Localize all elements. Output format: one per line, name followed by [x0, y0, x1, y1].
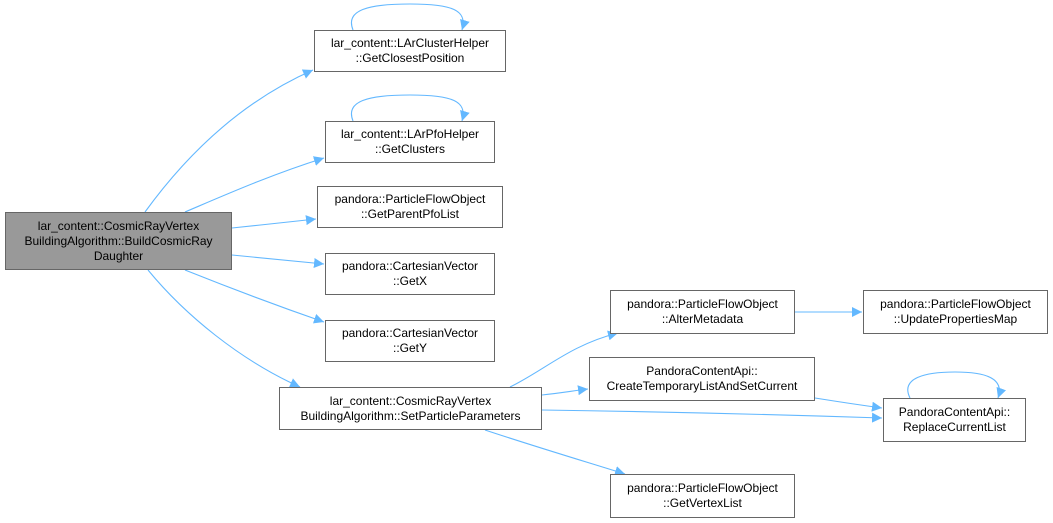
node-label-line: lar_content::CosmicRayVertex	[329, 393, 492, 408]
edge-spp-gvl	[484, 429, 626, 476]
node-get-y[interactable]: pandora::CartesianVector ::GetY	[325, 320, 495, 362]
node-label-line: PandoraContentApi::	[646, 364, 758, 378]
node-label-line: ::GetX	[392, 274, 427, 288]
node-update-properties-map[interactable]: pandora::ParticleFlowObject ::UpdateProp…	[863, 290, 1048, 334]
node-label-line: ::GetClusters	[374, 142, 446, 156]
edge-spp-ctl	[541, 385, 589, 396]
edge-rcl-rcl	[907, 371, 1007, 399]
edge-root-lch	[144, 69, 314, 213]
node-get-clusters[interactable]: lar_content::LArPfoHelper ::GetClusters	[325, 121, 495, 163]
node-get-closest-position[interactable]: lar_content::LArClusterHelper ::GetClose…	[314, 30, 506, 72]
edge-spp-alt	[509, 330, 619, 388]
edge-spp-rcl	[541, 409, 883, 423]
node-label-line: pandora::ParticleFlowObject	[627, 297, 778, 311]
edge-root-cvy	[184, 269, 325, 324]
node-label-line: Daughter	[93, 248, 144, 263]
node-label-line: pandora::ParticleFlowObject	[627, 481, 778, 495]
node-label-line: PandoraContentApi::	[898, 405, 1011, 419]
node-alter-metadata[interactable]: pandora::ParticleFlowObject ::AlterMetad…	[610, 290, 795, 334]
node-label-line: ::UpdatePropertiesMap	[893, 312, 1018, 326]
node-build-cosmic-ray-daughter[interactable]: lar_content::CosmicRayVertex BuildingAlg…	[5, 212, 232, 270]
node-create-temporary-list-and-set-current[interactable]: PandoraContentApi:: CreateTemporaryListA…	[589, 357, 815, 401]
edge-root-pfo	[231, 215, 317, 229]
node-get-vertex-list[interactable]: pandora::ParticleFlowObject ::GetVertexL…	[610, 474, 795, 518]
node-label-line: ReplaceCurrentList	[903, 420, 1006, 434]
node-label-line: ::GetVertexList	[663, 496, 742, 510]
node-label-line: ::GetParentPfoList	[360, 207, 460, 221]
node-label-line: pandora::ParticleFlowObject	[880, 297, 1031, 311]
node-get-parent-pfo-list[interactable]: pandora::ParticleFlowObject ::GetParentP…	[317, 186, 503, 228]
node-label-line: pandora::ParticleFlowObject	[334, 192, 486, 206]
edge-lch-lch	[350, 3, 470, 31]
edge-root-lph	[184, 156, 325, 213]
node-label-line: ::GetClosestPosition	[355, 51, 465, 65]
node-label-line: pandora::CartesianVector	[341, 326, 479, 340]
node-label-line: BuildingAlgorithm::SetParticleParameters	[300, 408, 521, 423]
node-label-line: CreateTemporaryListAndSetCurrent	[606, 379, 798, 393]
node-label-line: lar_content::CosmicRayVertex	[37, 218, 200, 233]
node-label-line: lar_content::LArClusterHelper	[330, 36, 490, 50]
node-set-particle-parameters[interactable]: lar_content::CosmicRayVertex BuildingAlg…	[279, 387, 542, 430]
node-label-line: ::AlterMetadata	[661, 312, 744, 326]
edge-lph-lph	[350, 94, 470, 122]
edge-root-cvx	[231, 254, 325, 268]
node-label-line: lar_content::LArPfoHelper	[340, 127, 480, 141]
edge-ctl-rcl	[814, 397, 883, 412]
node-replace-current-list[interactable]: PandoraContentApi:: ReplaceCurrentList	[883, 398, 1026, 442]
node-label-line: ::GetY	[392, 341, 427, 355]
edge-root-spp	[147, 269, 301, 388]
node-label-line: pandora::CartesianVector	[341, 259, 479, 273]
node-get-x[interactable]: pandora::CartesianVector ::GetX	[325, 253, 495, 295]
node-label-line: BuildingAlgorithm::BuildCosmicRay	[24, 233, 213, 248]
